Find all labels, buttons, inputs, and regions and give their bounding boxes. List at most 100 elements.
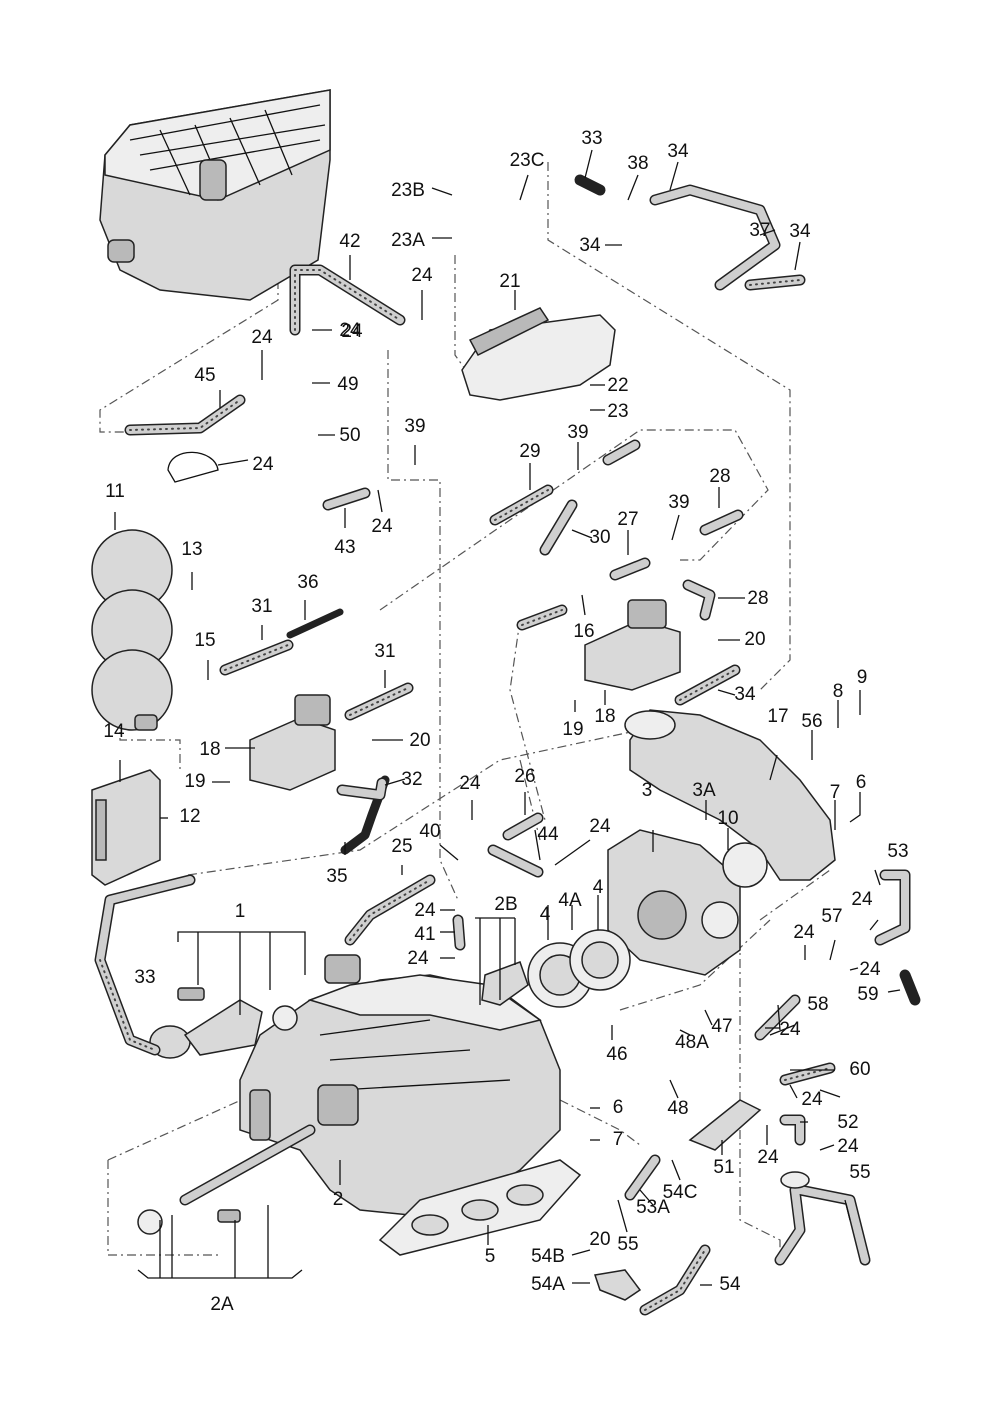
label: 10 [717,808,738,829]
label: 51 [713,1157,734,1178]
label: 48 [667,1098,688,1119]
label: 33 [581,128,602,149]
part-labels: 1 2 2A 2B 3 3A 4 4 4A 5 6 6 7 7 8 9 10 1… [103,128,908,1315]
actuator [149,954,361,1059]
label: 34 [579,235,601,256]
label: 37 [749,220,770,241]
label: 3 [642,780,653,801]
label: 18 [594,706,615,727]
solenoid-valve [249,694,336,791]
label: 24 [251,327,273,348]
label: 7 [613,1129,624,1150]
label: 59 [857,984,878,1005]
label: 19 [184,771,205,792]
label: 35 [326,866,347,887]
label: 46 [606,1044,627,1065]
seal-ring [722,842,768,888]
bracket [91,769,161,886]
label: 34 [734,684,756,705]
label: 24 [801,1089,823,1110]
label: 25 [391,836,412,857]
label: 34 [789,221,811,242]
label: 6 [613,1097,624,1118]
label: 28 [709,466,730,487]
label: 20 [409,730,430,751]
label: 14 [103,721,125,742]
label: 19 [562,719,583,740]
label: 4 [540,904,551,925]
label: 2A [210,1294,234,1315]
label: 32 [401,769,422,790]
label: 38 [627,153,648,174]
label: 39 [668,492,689,513]
flange-gaskets [527,929,631,1008]
shaft [137,1124,316,1235]
label: 12 [179,806,200,827]
label: 24 [414,900,436,921]
label: 23C [510,150,545,171]
label: 54A [531,1274,565,1295]
label: 24 [837,1136,859,1157]
label: 31 [251,596,272,617]
label: 5 [485,1246,496,1267]
label: 48A [675,1032,709,1053]
label: 24 [252,454,274,475]
label: 24 [371,516,393,537]
label: 24 [859,959,881,980]
label: 24 [407,948,429,969]
label: 24 [411,265,433,286]
label: 27 [617,509,638,530]
label: 15 [194,630,215,651]
manifold-gasket [378,1159,582,1256]
label: 24 [793,922,815,943]
label: 54B [531,1246,565,1267]
label: 55 [617,1234,638,1255]
label: 53A [636,1197,670,1218]
label: 24 [341,321,363,342]
label: 45 [194,365,215,386]
label: 31 [374,641,395,662]
solenoid-valve [584,599,681,691]
connector [481,961,529,1006]
air-intake-elbow [624,709,836,881]
label: 36 [297,572,318,593]
label: 56 [801,711,822,732]
label: 24 [459,773,481,794]
label: 42 [339,231,360,252]
label: 16 [573,621,594,642]
hoses [94,174,921,1316]
hose-clamp [167,451,219,483]
label: 33 [134,967,155,988]
label: 20 [744,629,765,650]
label: 24 [779,1019,801,1040]
label: 9 [857,667,868,688]
label: 1 [235,901,246,922]
label: 41 [414,924,435,945]
label: 23B [391,180,425,201]
label: 29 [519,441,540,462]
label: 57 [821,906,842,927]
label: 60 [849,1059,870,1080]
gasket-plate [461,307,616,401]
label: 13 [181,539,202,560]
label: 22 [607,375,628,396]
label: 2B [494,894,517,915]
label: 26 [514,766,535,787]
label: 8 [833,681,844,702]
label: 11 [105,481,125,502]
label: 23 [607,401,628,422]
label: 4 [593,877,604,898]
label: 49 [337,374,358,395]
label: 20 [589,1229,610,1250]
pipe-assembly [774,1171,871,1266]
label: 54C [663,1182,698,1203]
label: 24 [851,889,873,910]
air-filter-housing [99,89,331,301]
label: 54 [719,1274,741,1295]
label: 30 [589,527,610,548]
label: 52 [837,1112,858,1133]
label: 6 [856,772,867,793]
label: 24 [757,1147,779,1168]
label: 39 [404,416,425,437]
